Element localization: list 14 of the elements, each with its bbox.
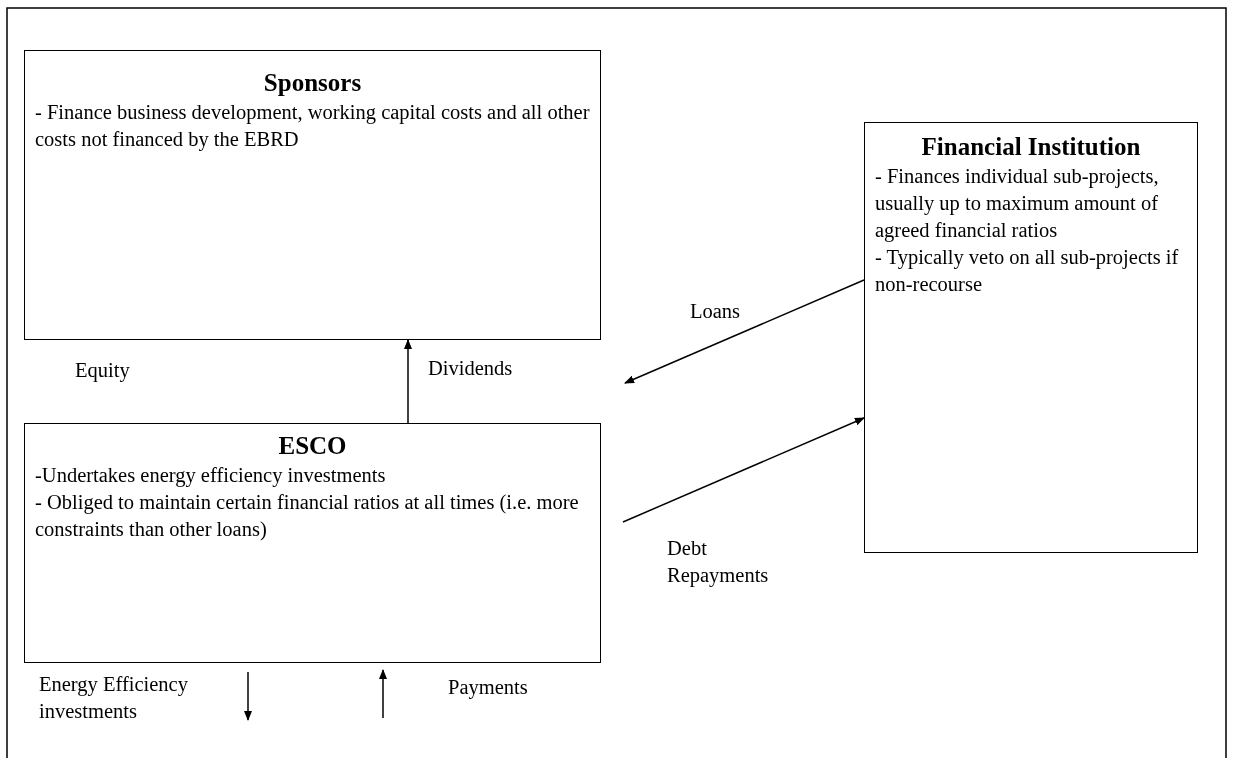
box-text: - Finance business development, working capital costs and all other costs not financed by the EBRD — [35, 100, 590, 153]
box-title: Financial Institution — [920, 133, 1142, 161]
text-box — [24, 50, 601, 340]
text-box — [24, 423, 601, 663]
arrow — [404, 339, 412, 424]
box-text: - Finances individual sub-projects, usually up to maximum amount of agreed financial ratios — [875, 164, 1160, 244]
text-box — [864, 122, 1198, 553]
arrow — [624, 279, 865, 384]
box-text: -Undertakes energy efficiency investments — [35, 463, 387, 489]
box-text: - Obliged to maintain certain financial ratios at all times (i.e. more constraints than other loans) — [35, 490, 580, 542]
box-title: Sponsors — [262, 69, 363, 97]
arrow — [622, 417, 865, 523]
box-text: - Typically veto on all sub-projects if non-recourse — [875, 245, 1180, 297]
box-title: ESCO — [277, 432, 348, 460]
